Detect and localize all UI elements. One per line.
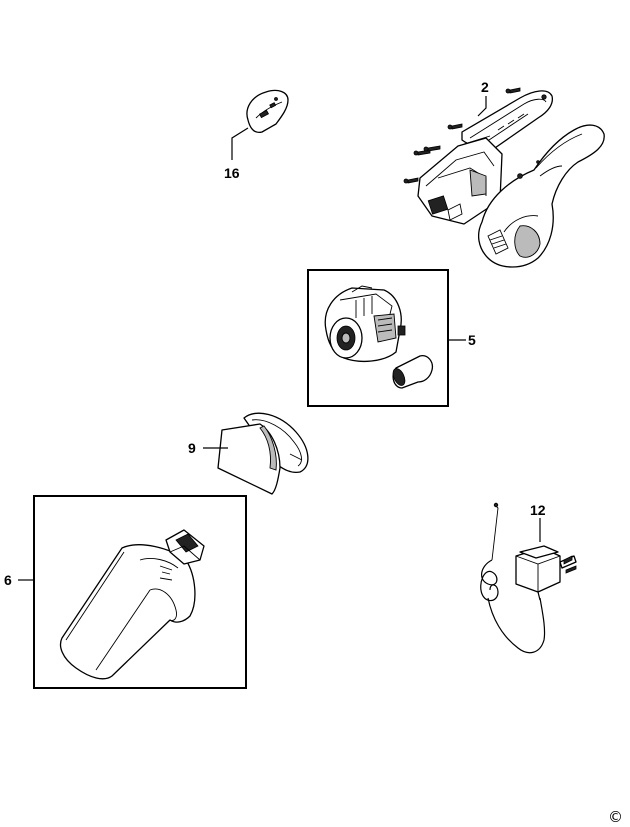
part-label-12: 12: [530, 502, 546, 518]
part-2-housing[interactable]: [403, 87, 605, 268]
part-9-filter[interactable]: [217, 412, 309, 495]
part-12-charger[interactable]: [480, 502, 577, 654]
housing-screws: [403, 87, 521, 184]
part-5-box: [307, 269, 449, 407]
part-label-6: 6: [4, 572, 12, 588]
part-label-2: 2: [481, 79, 489, 95]
part-label-9: 9: [188, 440, 196, 456]
leader-line-16: [231, 127, 249, 160]
part-label-5: 5: [468, 332, 476, 348]
part-5-motor[interactable]: [324, 285, 434, 389]
copyright-mark: ©: [608, 808, 623, 826]
part-16-switch-button[interactable]: [246, 89, 289, 134]
part-6-dust-bowl[interactable]: [59, 529, 205, 680]
leader-line-2: [477, 96, 487, 117]
part-6-box: [33, 495, 247, 689]
part-label-16: 16: [224, 165, 240, 181]
